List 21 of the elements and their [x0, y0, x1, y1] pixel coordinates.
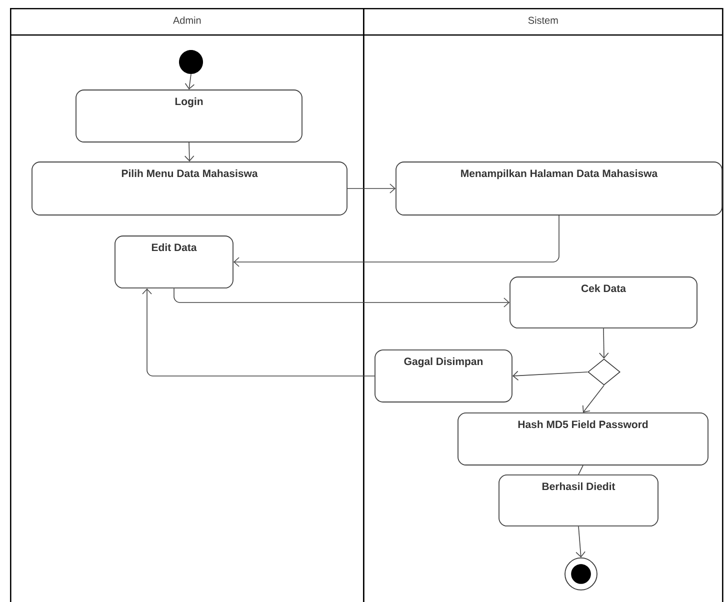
- arrow: [184, 142, 194, 162]
- activity-box: Berhasil Diedit: [498, 474, 658, 526]
- decision-diamond: [588, 358, 620, 386]
- initial-node: [179, 50, 203, 74]
- arrow: [233, 215, 560, 267]
- final-node: [564, 558, 598, 590]
- arrow: [174, 288, 510, 308]
- activity-box: Gagal Disimpan: [374, 350, 512, 402]
- arrow: [347, 184, 396, 194]
- activity-box: Menampilkan Halaman Data Mahasiswa: [396, 162, 722, 216]
- arrow: [184, 74, 195, 90]
- arrow: [599, 328, 609, 359]
- activity-box: Edit Data: [114, 236, 234, 288]
- arrow: [576, 526, 586, 558]
- activity-box: Pilih Menu Data Mahasiswa: [32, 162, 348, 216]
- activity-box: Login: [76, 90, 302, 142]
- activity-box: Hash MD5 Field Password: [458, 412, 708, 466]
- activity-box: Cek Data: [510, 276, 698, 328]
- arrow: [582, 384, 604, 413]
- arrow: [142, 288, 375, 376]
- arrow: [512, 370, 588, 381]
